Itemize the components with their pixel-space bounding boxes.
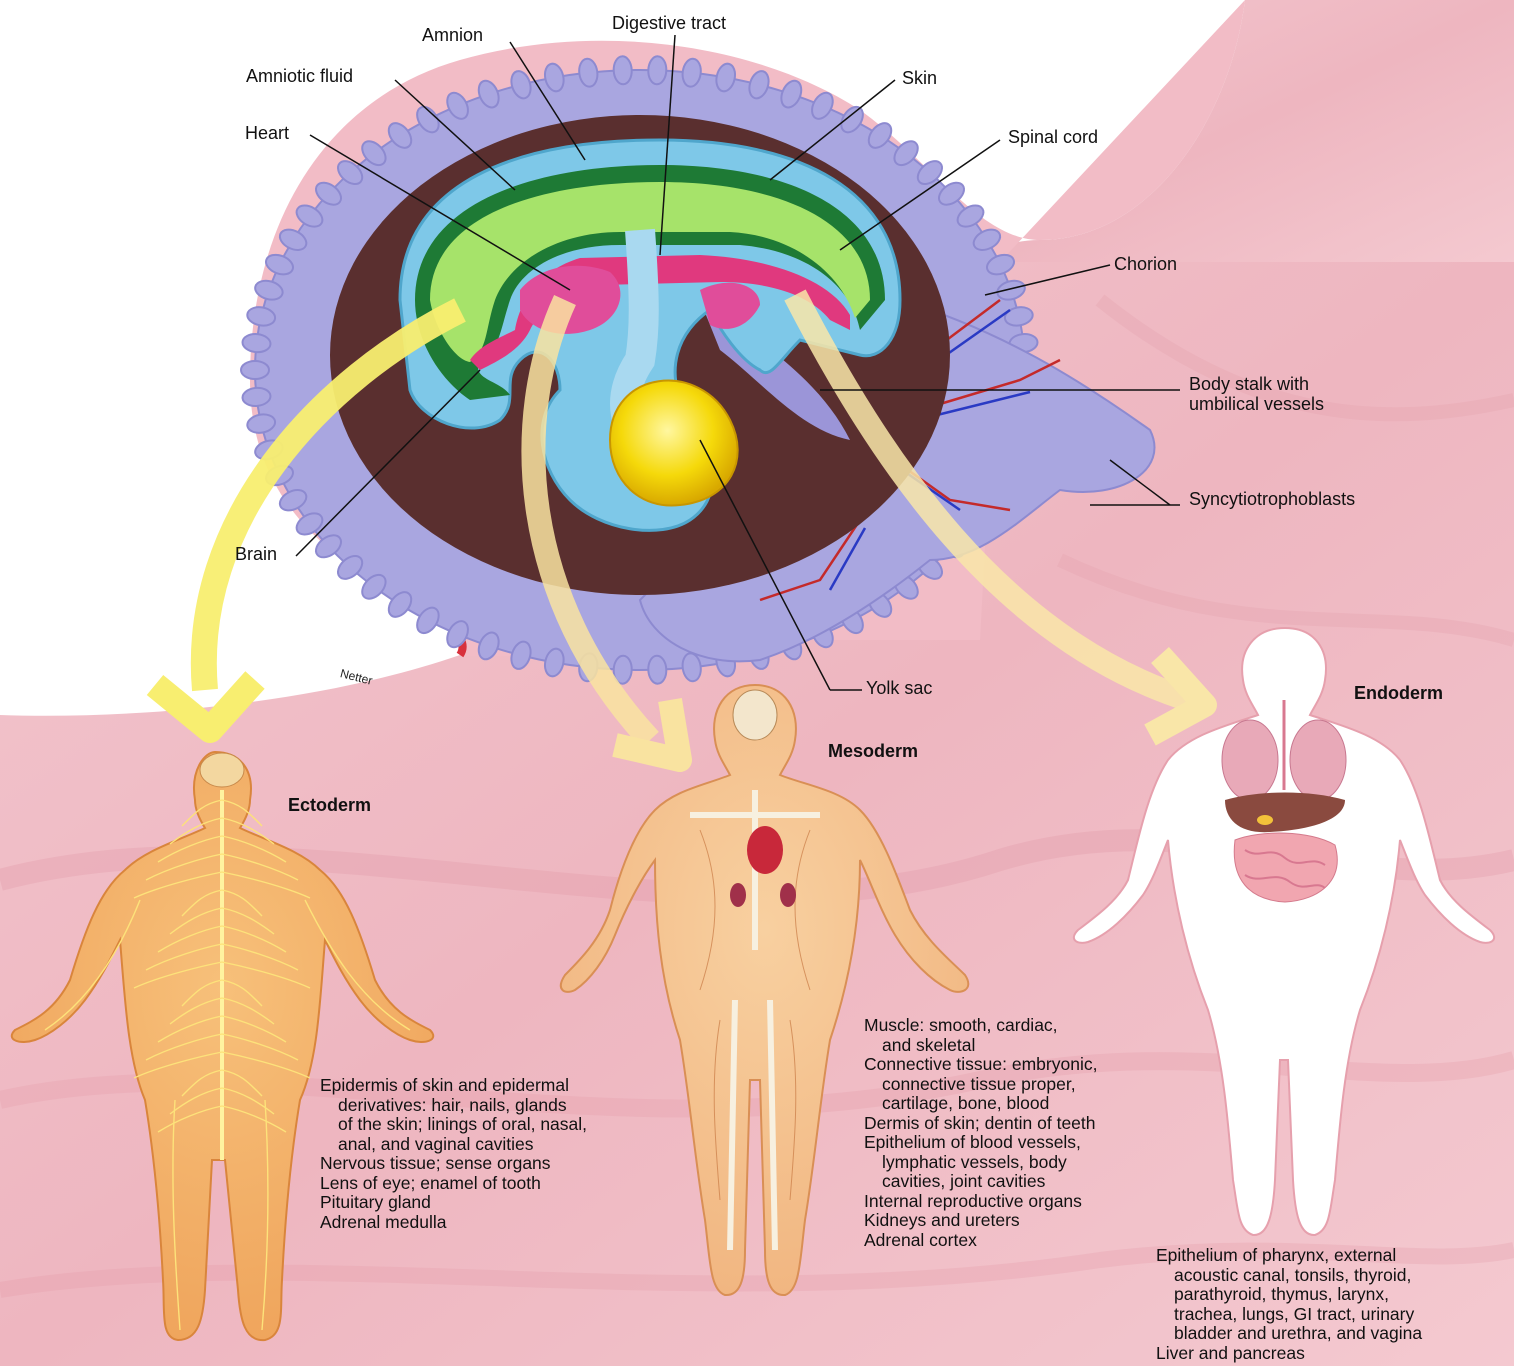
ectoderm-derivative: Epidermis of skin and epidermal bbox=[320, 1076, 587, 1096]
brain-label: Brain bbox=[235, 544, 277, 564]
ectoderm-derivative: Lens of eye; enamel of tooth bbox=[320, 1174, 587, 1194]
ectoderm-derivative: derivatives: hair, nails, glands bbox=[320, 1096, 587, 1116]
endoderm-derivative: Liver and pancreas bbox=[1156, 1344, 1422, 1364]
mesoderm-derivative: Connective tissue: embryonic, bbox=[864, 1055, 1097, 1075]
endoderm-title: Endoderm bbox=[1354, 683, 1443, 704]
mesoderm-title: Mesoderm bbox=[828, 741, 918, 762]
heart-label: Heart bbox=[245, 123, 289, 143]
mesoderm-derivative: and skeletal bbox=[864, 1036, 1097, 1056]
mesoderm-derivative: lymphatic vessels, body bbox=[864, 1153, 1097, 1173]
endoderm-derivative: acoustic canal, tonsils, thyroid, bbox=[1156, 1266, 1422, 1286]
ectoderm-derivative: Nervous tissue; sense organs bbox=[320, 1154, 587, 1174]
mesoderm-derivative: Internal reproductive organs bbox=[864, 1192, 1097, 1212]
mesoderm-derivative: cavities, joint cavities bbox=[864, 1172, 1097, 1192]
mesoderm-derivatives: Muscle: smooth, cardiac, and skeletal Co… bbox=[864, 1016, 1097, 1250]
syncytiotrophoblasts-label: Syncytiotrophoblasts bbox=[1189, 489, 1355, 509]
ectoderm-derivative: anal, and vaginal cavities bbox=[320, 1135, 587, 1155]
mesoderm-derivative: Adrenal cortex bbox=[864, 1231, 1097, 1251]
endoderm-derivative: parathyroid, thymus, larynx, bbox=[1156, 1285, 1422, 1305]
body-stalk-label-line1: Body stalk with bbox=[1189, 374, 1309, 394]
ectoderm-derivatives: Epidermis of skin and epidermal derivati… bbox=[320, 1076, 587, 1232]
endoderm-derivative: trachea, lungs, GI tract, urinary bbox=[1156, 1305, 1422, 1325]
body-stalk-label-line2: umbilical vessels bbox=[1189, 394, 1324, 414]
ectoderm-title: Ectoderm bbox=[288, 795, 371, 816]
endoderm-derivative: bladder and urethra, and vagina bbox=[1156, 1324, 1422, 1344]
spinal-cord-label: Spinal cord bbox=[1008, 127, 1098, 147]
yolk-sac-label: Yolk sac bbox=[866, 678, 932, 698]
digestive-tract-label: Digestive tract bbox=[612, 13, 726, 33]
skin-label: Skin bbox=[902, 68, 937, 88]
mesoderm-derivative: Kidneys and ureters bbox=[864, 1211, 1097, 1231]
endoderm-derivative: Epithelium of pharynx, external bbox=[1156, 1246, 1422, 1266]
mesoderm-derivative: connective tissue proper, bbox=[864, 1075, 1097, 1095]
amniotic-fluid-label: Amniotic fluid bbox=[246, 66, 353, 86]
mesoderm-derivative: Epithelium of blood vessels, bbox=[864, 1133, 1097, 1153]
chorion-label: Chorion bbox=[1114, 254, 1177, 274]
endoderm-derivatives: Epithelium of pharynx, external acoustic… bbox=[1156, 1246, 1422, 1363]
ectoderm-derivative: Pituitary gland bbox=[320, 1193, 587, 1213]
mesoderm-derivative: Muscle: smooth, cardiac, bbox=[864, 1016, 1097, 1036]
mesoderm-derivative: cartilage, bone, blood bbox=[864, 1094, 1097, 1114]
amnion-label: Amnion bbox=[422, 25, 483, 45]
ectoderm-derivative: Adrenal medulla bbox=[320, 1213, 587, 1233]
mesoderm-derivative: Dermis of skin; dentin of teeth bbox=[864, 1114, 1097, 1134]
ectoderm-derivative: of the skin; linings of oral, nasal, bbox=[320, 1115, 587, 1135]
